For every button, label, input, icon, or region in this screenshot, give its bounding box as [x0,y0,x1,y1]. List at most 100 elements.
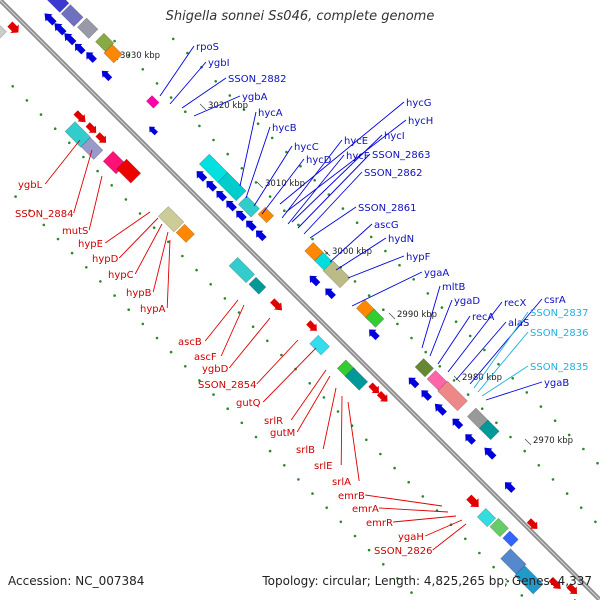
guide-dot [280,353,283,357]
guide-dot [113,39,116,43]
guide-dot [226,152,229,156]
gene-label-muts: mutS [62,226,88,237]
guide-dot [209,283,212,286]
guide-dot [228,94,232,97]
guide-dot [382,563,385,566]
ruler-label: 2970 kbp [533,436,573,446]
guide-dot [565,492,569,495]
label-leader [73,149,93,214]
guide-dot [124,198,128,201]
label-leader [204,299,239,342]
label-leader [193,95,241,117]
gene-arrow [75,43,86,55]
guide-dot [452,379,456,382]
guide-dot [169,96,173,99]
gene-label-alas: alaS [508,318,529,329]
gene-arrow [246,220,257,232]
gene-label-hypf: hypF [406,252,431,263]
label-leader [473,311,529,389]
guide-dot [509,435,512,439]
guide-dot [353,534,357,538]
gene-label-hyci: hycI [384,131,405,142]
label-leader [347,255,405,279]
guide-dot [525,391,529,394]
label-leader [228,317,271,369]
guide-dot [313,179,317,182]
gene-label-emrr: emrR [366,518,393,529]
guide-dot [480,407,484,411]
gene-feature [426,370,448,391]
gene-feature [46,0,70,13]
gene-feature [64,121,91,148]
guide-dot [582,447,585,451]
guide-dot [297,223,300,227]
gene-feature [502,530,519,548]
guide-dot [198,124,201,128]
gene-feature [257,206,275,224]
guide-dot [99,280,102,283]
gene-label-ygab: ygaB [544,378,569,389]
guide-dot [285,150,288,154]
gene-label-ygad: ygaD [454,296,480,307]
gene-label-hych: hycH [408,116,433,127]
gene-label-sson_2836: SSON_2836 [530,328,589,339]
guide-dot [28,209,32,212]
ruler-tick [323,249,331,257]
guide-dot [25,99,29,102]
gene-label-sson_2884: SSON_2884 [15,209,74,220]
guide-dot [256,122,260,125]
label-leader [421,285,441,349]
label-leader [425,519,463,537]
guide-dot [353,280,357,283]
guide-dot [11,85,14,88]
label-leader [239,111,257,187]
gene-arrow [236,210,247,222]
gene-label-ygbi: ygbI [208,58,230,69]
guide-dot [214,80,217,83]
label-leader [279,101,405,205]
gene-arrow [64,33,77,46]
gene-label-hycc: hycC [294,142,319,153]
gene-feature [0,24,7,39]
gene-arrow [7,21,19,33]
guide-dot [412,278,416,281]
gene-feature [365,308,385,328]
label-leader [481,365,529,397]
label-leader [297,153,371,229]
label-leader [290,369,327,421]
gene-label-hycd: hycD [306,155,332,166]
label-leader [432,523,467,551]
label-leader [169,61,207,105]
label-leader [393,515,457,523]
guide-dot [53,127,57,130]
gene-feature [489,517,509,538]
gene-arrow [85,122,97,133]
guide-dot [155,82,159,85]
gene-label-rpos: rpoS [196,42,219,53]
gene-label-csra: csrA [544,295,566,306]
guide-dot [384,249,387,253]
gene-arrow [54,23,67,36]
gene-arrow [226,200,237,212]
label-leader [152,231,169,293]
gene-feature [248,276,267,295]
guide-dot [454,320,458,324]
guide-dot [339,520,343,524]
guide-dot [464,537,467,541]
guide-dot [184,110,187,113]
label-leader [281,139,343,219]
label-leader [261,158,305,215]
guide-dot [299,164,302,168]
gene-label-hypb: hypB [126,288,152,299]
guide-dot [410,591,413,594]
guide-dot [322,396,326,399]
ruler-label: 3030 kbp [120,51,160,61]
gene-arrow [325,288,336,300]
gene-feature [322,260,351,289]
guide-dot [68,141,71,145]
guide-dot [308,382,312,385]
gene-arrow [86,52,97,63]
ruler-label: 3000 kbp [332,247,372,257]
gene-arrow [465,434,476,445]
